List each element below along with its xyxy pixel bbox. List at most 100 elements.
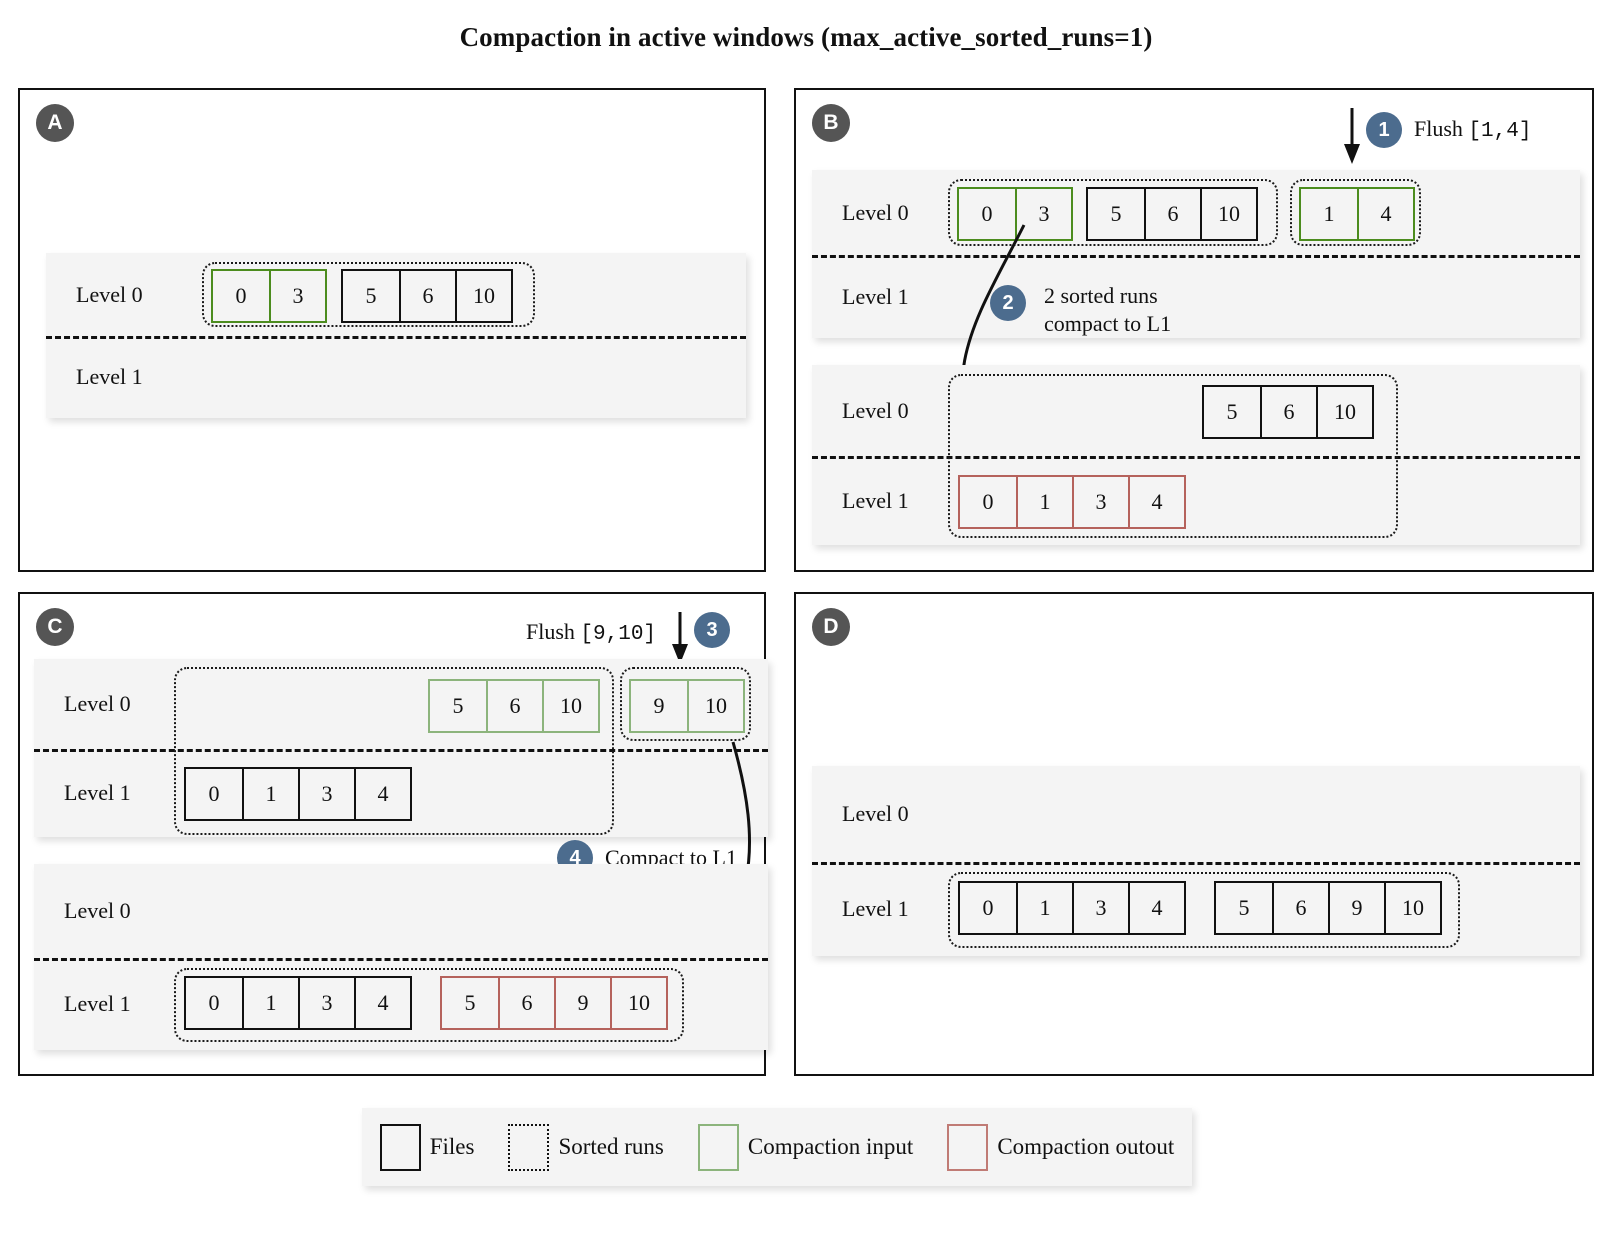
legend-item-compaction-input: Compaction input [697, 1123, 913, 1171]
file-cell: 3 [298, 978, 354, 1028]
file-cell: 6 [399, 271, 455, 321]
sorted-run-outline [202, 262, 535, 327]
file-cell: 5 [1110, 201, 1122, 226]
step-badge-3: 3 [694, 612, 730, 648]
panel-b: B 1 Flush [1,4] Level 0 Level 1 0 3 [794, 88, 1594, 572]
legend-item-compaction-output: Compaction outout [947, 1123, 1175, 1171]
file-cell: 3 [269, 271, 325, 321]
file-cell: 10 [1316, 387, 1372, 437]
file-cell: 5 [1238, 895, 1250, 920]
level1-label: Level 1 [842, 487, 909, 513]
lsm-row-level1: Level 1 [812, 456, 1580, 545]
file-group-compaction-input: 0 3 [211, 269, 327, 323]
lsm-row-level0: Level 0 [46, 253, 746, 336]
file-cell: 10 [610, 978, 666, 1028]
file-cell: 4 [1357, 189, 1413, 239]
level1-label: Level 1 [842, 283, 909, 309]
files-swatch-icon [379, 1123, 421, 1171]
sorted-run-swatch-icon [508, 1123, 550, 1171]
file-cell: 1 [1016, 477, 1072, 527]
level-divider [46, 336, 746, 339]
sorted-run-outline [948, 872, 1460, 948]
file-cell: 1 [242, 978, 298, 1028]
step-badge-1: 1 [1366, 112, 1402, 148]
file-cell: 9 [653, 693, 665, 718]
legend-label: Sorted runs [558, 1134, 664, 1159]
step-label-2: 2 sorted runs compact to L1 [1044, 282, 1171, 338]
legend-label: Files [429, 1134, 475, 1159]
panel-badge-c: C [36, 608, 74, 646]
file-group-compaction-output: 0 1 3 4 [958, 475, 1186, 529]
level1-label: Level 1 [64, 991, 131, 1016]
file-cell: 10 [687, 681, 743, 731]
step-label-3: Flush [9,10] [526, 618, 656, 649]
file-cell: 4 [1128, 477, 1184, 527]
panel-a: A Level 0 Level 1 0 3 5 6 10 [18, 88, 766, 572]
level-divider [812, 255, 1580, 258]
file-cell: 6 [1144, 189, 1200, 239]
file-group: 0 1 3 4 [184, 976, 412, 1030]
flush-text: Flush [526, 619, 575, 644]
file-cell: 1 [1016, 883, 1072, 933]
file-cell: 4 [1128, 883, 1184, 933]
lsm-row-level1: Level 1 [34, 749, 768, 837]
file-cell: 0 [981, 201, 993, 226]
file-cell: 6 [1272, 883, 1328, 933]
step-label-2-line1: 2 sorted runs [1044, 283, 1158, 308]
lsm-block-b-1: Level 0 Level 1 0 3 5 6 10 1 4 [812, 170, 1580, 338]
legend-label: Compaction outout [997, 1134, 1175, 1159]
sorted-run-outline [1290, 179, 1421, 246]
sorted-run-outline [174, 667, 614, 835]
file-group-compaction-input: 5 6 10 [428, 679, 600, 733]
level-divider [812, 862, 1580, 865]
file-cell: 5 [452, 693, 464, 718]
figure-title: Compaction in active windows (max_active… [459, 22, 1153, 52]
compaction-input-swatch-icon [697, 1123, 739, 1171]
level1-label: Level 1 [64, 780, 131, 805]
file-cell: 10 [1384, 883, 1440, 933]
file-cell: 0 [235, 283, 247, 308]
file-cell: 3 [1015, 189, 1071, 239]
file-group: 5 6 9 10 [1214, 881, 1442, 935]
lsm-block-c-1: Level 0 Level 1 5 6 10 9 10 0 1 3 4 [34, 659, 768, 837]
file-cell: 0 [982, 895, 994, 920]
lsm-row-level1: Level 1 [34, 958, 768, 1050]
lsm-row-level0: Level 0 [34, 864, 768, 958]
file-cell: 5 [464, 990, 476, 1015]
level0-label: Level 0 [842, 199, 909, 225]
level1-label: Level 1 [76, 364, 143, 389]
file-group-compaction-output: 5 6 9 10 [440, 976, 668, 1030]
file-cell: 9 [1328, 883, 1384, 933]
lsm-row-level0: Level 0 [34, 659, 768, 749]
file-group: 5 6 10 [1202, 385, 1374, 439]
file-cell: 6 [1260, 387, 1316, 437]
sorted-run-outline [948, 179, 1278, 246]
file-cell: 6 [486, 681, 542, 731]
step-label-2-line2: compact to L1 [1044, 311, 1172, 337]
file-cell: 9 [554, 978, 610, 1028]
sorted-run-outline [620, 667, 751, 741]
lsm-row-level0: Level 0 [812, 766, 1580, 862]
file-cell: 3 [1072, 477, 1128, 527]
sorted-run-outline [174, 968, 684, 1042]
file-cell: 1 [1323, 201, 1335, 226]
level1-label: Level 1 [842, 896, 909, 921]
file-cell: 5 [1226, 399, 1238, 424]
file-group: 0 1 3 4 [958, 881, 1186, 935]
lsm-block-a-1: Level 0 Level 1 0 3 5 6 10 [46, 253, 746, 418]
file-cell: 0 [208, 990, 220, 1015]
level0-label: Level 0 [842, 397, 909, 423]
panel-d: D Level 0 Level 1 0 1 3 4 5 6 9 10 [794, 592, 1594, 1076]
legend: Files Sorted runs Compaction input Compa… [362, 1108, 1192, 1186]
lsm-row-level1: Level 1 [812, 255, 1580, 338]
file-cell: 6 [498, 978, 554, 1028]
file-cell: 10 [1200, 189, 1256, 239]
file-cell: 3 [298, 769, 354, 819]
lsm-block-c-2: Level 0 Level 1 0 1 3 4 5 6 9 10 [34, 864, 768, 1050]
file-group-compaction-input: 0 3 [957, 187, 1073, 241]
compaction-output-swatch-icon [947, 1123, 989, 1171]
step-badge-2: 2 [990, 285, 1026, 321]
file-group-compaction-input: 9 10 [629, 679, 745, 733]
lsm-row-level0: Level 0 [812, 170, 1580, 255]
